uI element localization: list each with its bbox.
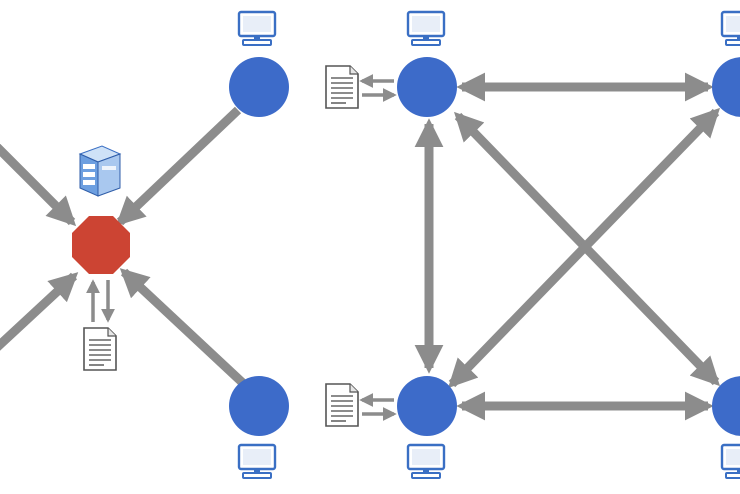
- document-icon: [83, 327, 117, 371]
- computer-icon: [237, 443, 277, 480]
- edge-diagonal-up: [447, 107, 721, 389]
- computer-icon: [720, 443, 740, 480]
- computer-icon: [237, 10, 277, 47]
- document-icon: [325, 65, 359, 109]
- document-icon: [325, 383, 359, 427]
- peer-node-bottom-left: [397, 376, 457, 436]
- edge-bottom-right-to-hub: [119, 268, 249, 389]
- peer-node-top-left: [397, 57, 457, 117]
- client-node-top-right: [229, 57, 289, 117]
- right-panel: [325, 10, 740, 480]
- server-hub-node: [72, 216, 130, 274]
- client-node-bottom-right: [229, 376, 289, 436]
- computer-icon: [406, 443, 446, 480]
- left-panel: [0, 10, 289, 480]
- edge-bottom-left-to-hub: [0, 272, 79, 351]
- peer-node-top-right: [712, 57, 740, 117]
- edge-top-left-to-hub: [0, 143, 77, 227]
- peer-node-bottom-right: [712, 376, 740, 436]
- computer-icon: [720, 10, 740, 47]
- computer-icon: [406, 10, 446, 47]
- edge-top-right-to-hub: [115, 106, 242, 226]
- server-icon: [78, 145, 122, 197]
